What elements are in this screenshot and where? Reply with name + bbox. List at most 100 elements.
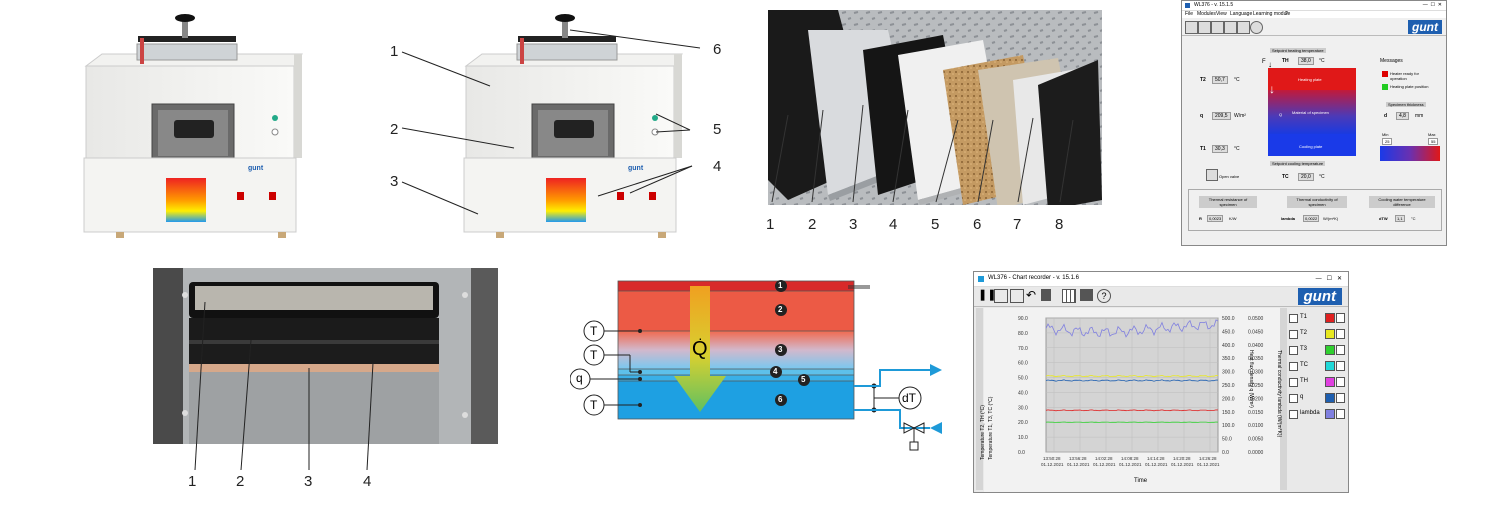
right-tick-label: 0.0450 bbox=[1248, 329, 1264, 335]
legend-style-dropdown[interactable] bbox=[1336, 329, 1345, 339]
recorder-app-icon bbox=[978, 276, 984, 282]
layer-3: 3 bbox=[778, 345, 783, 354]
device-photo: gunt bbox=[82, 8, 314, 243]
mid-tick-label: 450.0 bbox=[1222, 329, 1235, 335]
closeup-callout-4: 4 bbox=[363, 473, 372, 490]
q-unit: W/m² bbox=[1234, 113, 1246, 119]
legend-color-swatch[interactable] bbox=[1325, 329, 1335, 339]
series-lambda bbox=[1045, 319, 1219, 338]
grid-icon[interactable] bbox=[1062, 289, 1076, 303]
export-icon[interactable] bbox=[994, 289, 1008, 303]
recorder-window-controls[interactable]: — ☐ ✕ bbox=[1315, 276, 1342, 282]
left-tick-label: 20.0 bbox=[1018, 420, 1028, 426]
legend-checkbox[interactable] bbox=[1289, 394, 1298, 403]
legend-color-swatch[interactable] bbox=[1325, 345, 1335, 355]
water-diff-value: 1,1 bbox=[1395, 215, 1405, 222]
x-tick-time: 14:14:28 bbox=[1147, 456, 1165, 461]
legend-label: TC bbox=[1300, 362, 1308, 368]
undo-icon[interactable]: ↶ bbox=[1026, 288, 1037, 302]
legend-color-swatch[interactable] bbox=[1325, 409, 1335, 419]
sample-callout-3: 3 bbox=[849, 216, 858, 233]
legend-checkbox[interactable] bbox=[1289, 346, 1298, 355]
pause-icon[interactable]: ❚❚ bbox=[978, 289, 997, 301]
open-icon[interactable] bbox=[1010, 289, 1024, 303]
msg-heater-ready: Heater ready for operation bbox=[1390, 71, 1419, 81]
menu-learning[interactable]: Learning module bbox=[1253, 11, 1291, 17]
help-icon[interactable] bbox=[1250, 21, 1263, 34]
toolbar-btn-4[interactable] bbox=[1224, 21, 1237, 34]
toolbar-btn-1[interactable] bbox=[1185, 21, 1198, 34]
legend-checkbox[interactable] bbox=[1289, 378, 1298, 387]
thickness-value[interactable]: 4,8 bbox=[1396, 112, 1409, 120]
menu-help[interactable]: ? bbox=[1285, 11, 1288, 17]
force-arrow-icon: ↓ bbox=[1268, 60, 1272, 69]
closeup-callout-1: 1 bbox=[188, 473, 197, 490]
legend-checkbox[interactable] bbox=[1289, 362, 1298, 371]
left-tick-label: 70.0 bbox=[1018, 346, 1028, 352]
schematic-svg bbox=[569, 280, 942, 451]
delete-icon[interactable] bbox=[1041, 289, 1051, 301]
msg-indicator-green bbox=[1382, 84, 1388, 90]
right-collapse-handle[interactable] bbox=[1280, 308, 1287, 490]
toolbar-btn-2[interactable] bbox=[1198, 21, 1211, 34]
right-tick-label: 0.0400 bbox=[1248, 343, 1264, 349]
legend-checkbox[interactable] bbox=[1289, 330, 1298, 339]
menu-language[interactable]: Language bbox=[1230, 11, 1253, 17]
x-tick-date: 01.12.2021 bbox=[1171, 462, 1194, 467]
conductivity-unit: W/(m*K) bbox=[1323, 216, 1339, 221]
legend-color-swatch[interactable] bbox=[1325, 393, 1335, 403]
legend-checkbox[interactable] bbox=[1289, 314, 1298, 323]
printer-icon[interactable] bbox=[1080, 289, 1093, 301]
heating-plate-label: Heating plate bbox=[1298, 77, 1322, 82]
toolbar-btn-3[interactable] bbox=[1211, 21, 1224, 34]
right-tick-label: 0.0250 bbox=[1248, 383, 1264, 389]
legend-color-swatch[interactable] bbox=[1325, 377, 1335, 387]
printer-icon[interactable] bbox=[1237, 21, 1250, 34]
legend-style-dropdown[interactable] bbox=[1336, 345, 1345, 355]
water-diff-unit: °C bbox=[1411, 216, 1416, 221]
left-collapse-handle[interactable] bbox=[976, 308, 983, 490]
sample-callout-1: 1 bbox=[766, 216, 775, 233]
legend-style-dropdown[interactable] bbox=[1336, 377, 1345, 387]
legend-item[interactable]: TH bbox=[1289, 376, 1345, 392]
closeup-photo: 1 2 3 4 bbox=[153, 268, 498, 493]
min-value[interactable]: 25 bbox=[1382, 138, 1393, 145]
legend-style-dropdown[interactable] bbox=[1336, 409, 1345, 419]
layer-2: 2 bbox=[778, 305, 783, 314]
menu-view[interactable]: View bbox=[1216, 11, 1227, 17]
legend-item[interactable]: TC bbox=[1289, 360, 1345, 376]
sample-callout-6: 6 bbox=[973, 216, 982, 233]
help-icon[interactable]: ? bbox=[1097, 289, 1111, 303]
legend-item[interactable]: T3 bbox=[1289, 344, 1345, 360]
left-tick-label: 60.0 bbox=[1018, 361, 1028, 367]
left-tick-label: 0.0 bbox=[1018, 450, 1025, 456]
legend-color-swatch[interactable] bbox=[1325, 313, 1335, 323]
software-title: WL376 - v. 15.1.5 bbox=[1194, 2, 1234, 8]
legend-item[interactable]: q bbox=[1289, 392, 1345, 408]
sample-callout-8: 8 bbox=[1055, 216, 1064, 233]
sample-callout-4: 4 bbox=[889, 216, 898, 233]
max-value[interactable]: 55 bbox=[1428, 138, 1439, 145]
legend-color-swatch[interactable] bbox=[1325, 361, 1335, 371]
x-tick-date: 01.12.2021 bbox=[1145, 462, 1168, 467]
th-value[interactable]: 38,0 bbox=[1298, 57, 1314, 65]
legend-style-dropdown[interactable] bbox=[1336, 361, 1345, 371]
sensor-t2: T bbox=[590, 324, 598, 338]
legend-item[interactable]: T1 bbox=[1289, 312, 1345, 328]
open-valve-label: Open valve bbox=[1219, 174, 1240, 179]
window-controls[interactable]: — ☐ ✕ bbox=[1422, 2, 1442, 8]
left-tick-label: 40.0 bbox=[1018, 390, 1028, 396]
valve-button-icon[interactable] bbox=[1206, 169, 1218, 181]
color-scale-bar bbox=[1380, 146, 1440, 161]
legend-item[interactable]: lambda bbox=[1289, 408, 1345, 424]
legend-style-dropdown[interactable] bbox=[1336, 393, 1345, 403]
legend-style-dropdown[interactable] bbox=[1336, 313, 1345, 323]
menu-file[interactable]: File bbox=[1185, 11, 1194, 17]
menu-modules[interactable]: Modules bbox=[1197, 11, 1216, 17]
x-tick-time: 14:08:28 bbox=[1121, 456, 1139, 461]
t2-value: 50,7 bbox=[1212, 76, 1228, 84]
legend-item[interactable]: T2 bbox=[1289, 328, 1345, 344]
q-label: q bbox=[1200, 113, 1204, 119]
legend-checkbox[interactable] bbox=[1289, 410, 1298, 419]
tc-value[interactable]: 20,0 bbox=[1298, 173, 1314, 181]
